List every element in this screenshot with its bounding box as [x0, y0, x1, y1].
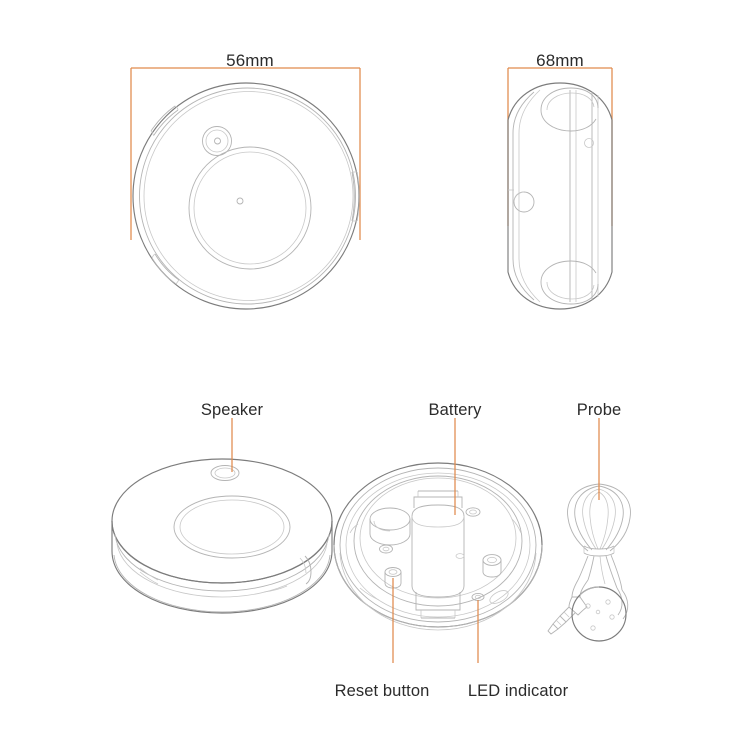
jack-plug [547, 596, 588, 635]
dimension-line-diameter [130, 67, 361, 240]
dimension-line-width [507, 67, 613, 226]
callout-label-reset-button: Reset button [334, 682, 430, 700]
speaker-hole [202, 126, 232, 156]
callout-label-led-indicator: LED indicator [467, 682, 569, 700]
standoff-post [482, 554, 502, 578]
callout-label-probe: Probe [576, 401, 622, 419]
callout-label-speaker: Speaker [200, 401, 264, 419]
view-internal [333, 462, 543, 631]
led-lamp [471, 592, 485, 602]
buzzer-module [369, 507, 411, 546]
dimension-label-width: 68mm [536, 51, 584, 70]
view-side [507, 82, 613, 310]
sensor-head [571, 586, 627, 642]
dimension-label-diameter: 56mm [226, 51, 274, 70]
view-perspective [111, 458, 333, 614]
battery-cell [411, 490, 465, 619]
view-top [132, 82, 360, 310]
view-probe [547, 483, 631, 642]
speaker-hole-perspective [210, 465, 240, 481]
callout-label-battery: Battery [428, 401, 482, 419]
